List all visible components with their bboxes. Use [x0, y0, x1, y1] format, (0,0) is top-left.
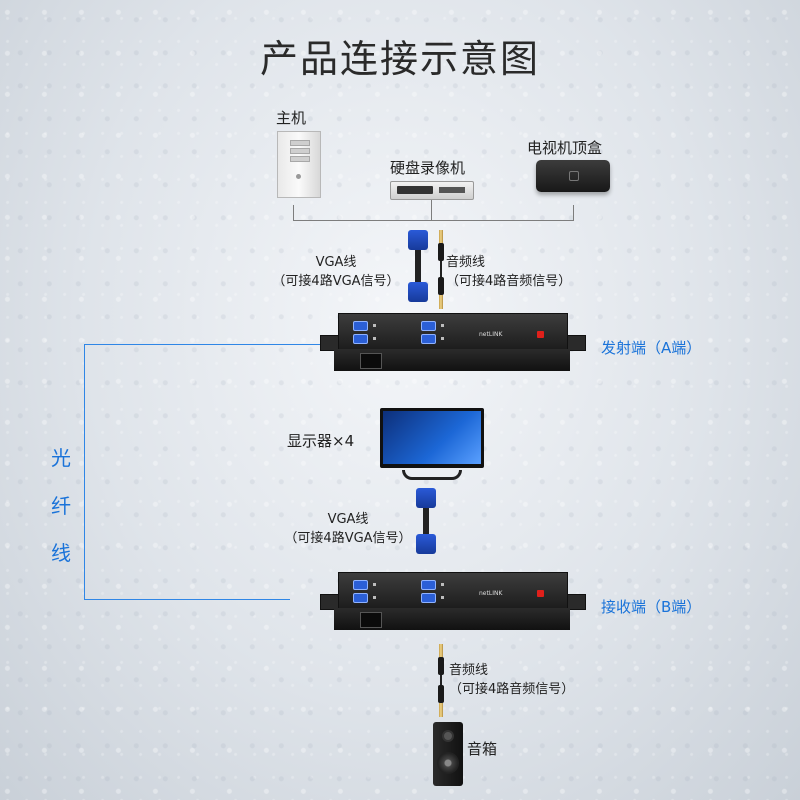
host-label: 主机	[276, 109, 307, 127]
fiber-line-bottom	[84, 599, 290, 600]
brand-label-b: netLINK	[479, 590, 503, 597]
fiber-line-vertical	[84, 344, 85, 600]
audio-bottom-note: （可接4路音频信号）	[449, 682, 575, 697]
stb-label: 电视机顶盒	[527, 139, 603, 157]
receiver-label: 接收端（B端）	[601, 598, 702, 616]
set-top-box-icon	[536, 160, 610, 192]
fiber-label-1: 光	[51, 446, 71, 470]
audio-top-title: 音频线	[446, 255, 486, 270]
fiber-line-top	[84, 344, 320, 345]
brand-label: netLINK	[479, 331, 503, 338]
audio-top-label: 音频线 （可接4路音频信号）	[446, 253, 571, 291]
dvr-label: 硬盘录像机	[390, 159, 466, 177]
fiber-label-2: 纤	[51, 494, 71, 518]
vga-mid-label: VGA线 （可接4路VGA信号）	[278, 510, 418, 548]
receiver-device: netLINK	[320, 572, 586, 630]
power-button	[537, 331, 544, 338]
audio-top-note: （可接4路音频信号）	[446, 274, 572, 289]
bracket-right	[573, 205, 574, 221]
bracket-bottom	[293, 220, 574, 221]
vga-top-note: （可接4路VGA信号）	[272, 274, 400, 289]
speaker-icon	[433, 722, 463, 786]
desktop-tower-icon	[277, 131, 321, 198]
audio-bottom-title: 音频线	[449, 663, 489, 678]
monitor-label: 显示器×4	[287, 432, 355, 450]
monitor-icon	[380, 408, 484, 480]
vga-top-title: VGA线	[315, 255, 357, 270]
bracket-mid	[431, 200, 432, 221]
speaker-label: 音箱	[467, 740, 498, 758]
page-title: 产品连接示意图	[259, 37, 540, 81]
transmitter-label: 发射端（A端）	[601, 339, 702, 357]
vga-mid-title: VGA线	[327, 512, 369, 527]
power-button-b	[537, 590, 544, 597]
vga-mid-note: （可接4路VGA信号）	[284, 531, 412, 546]
dvr-icon	[390, 181, 474, 200]
transmitter-device: netLINK	[320, 313, 586, 371]
bracket-left	[293, 205, 294, 221]
fiber-label-3: 线	[51, 541, 71, 565]
audio-bottom-label: 音频线 （可接4路音频信号）	[449, 661, 574, 699]
vga-top-label: VGA线 （可接4路VGA信号）	[266, 253, 406, 291]
